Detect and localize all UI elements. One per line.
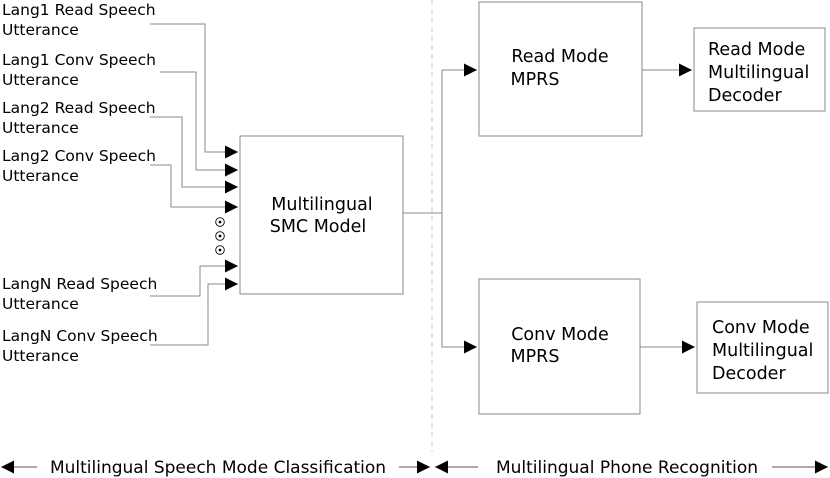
- conv-decoder-label-line1: Conv Mode: [712, 318, 810, 338]
- footer-left-label: Multilingual Speech Mode Classification: [50, 458, 386, 478]
- read-mprs-box: [478, 1, 643, 137]
- input-label-lang1-read-sub: Utterance: [2, 21, 79, 39]
- read-decoder-label-line1: Read Mode: [708, 40, 805, 60]
- conv-decoder-label-line2: Multilingual: [712, 341, 813, 361]
- input-label-lang2-conv: Lang2 Conv Speech: [2, 147, 156, 165]
- smc-model-box: [239, 135, 404, 295]
- conv-mprs-box: [478, 278, 641, 415]
- input-label-lang1-read: Lang1 Read Speech: [2, 1, 156, 19]
- conv-decoder-label-line3: Decoder: [712, 364, 786, 384]
- smc-model-label-line1: Multilingual: [271, 195, 372, 215]
- connector-lang2-conv: [150, 164, 238, 214]
- read-mprs-label-line1: Read Mode: [511, 47, 608, 67]
- read-decoder-label-line3: Decoder: [708, 86, 782, 106]
- connector-lang1-conv: [160, 71, 238, 177]
- input-label-lang2-read-sub: Utterance: [2, 119, 79, 137]
- conv-mprs-label-line1: Conv Mode: [511, 325, 609, 345]
- connector-lang1-read: [150, 23, 238, 159]
- read-decoder-box: [693, 27, 826, 112]
- connector-to-conv-mprs: [441, 213, 477, 354]
- connector-to-read-mprs: [441, 63, 477, 213]
- input-label-lang2-conv-sub: Utterance: [2, 167, 79, 185]
- conv-decoder-box: [696, 301, 829, 394]
- input-label-langn-read-sub: Utterance: [2, 295, 79, 313]
- connector-lang2-read: [150, 116, 238, 194]
- footer-right-label: Multilingual Phone Recognition: [496, 458, 758, 478]
- read-mprs-label-line2: MPRS: [511, 70, 560, 90]
- smc-model-label-line2: SMC Model: [270, 217, 367, 237]
- input-label-lang1-conv-sub: Utterance: [2, 71, 79, 89]
- conv-mprs-label-line2: MPRS: [511, 347, 560, 367]
- input-label-lang2-read: Lang2 Read Speech: [2, 99, 156, 117]
- ellipsis-dots: [215, 217, 225, 255]
- read-decoder-label-line2: Multilingual: [708, 63, 809, 83]
- input-label-langn-read: LangN Read Speech: [2, 275, 157, 293]
- input-label-lang1-conv: Lang1 Conv Speech: [2, 51, 156, 69]
- connector-langn-read: [150, 259, 238, 297]
- input-label-langn-conv: LangN Conv Speech: [2, 327, 158, 345]
- input-label-langn-conv-sub: Utterance: [2, 347, 79, 365]
- connector-langn-conv: [150, 277, 238, 346]
